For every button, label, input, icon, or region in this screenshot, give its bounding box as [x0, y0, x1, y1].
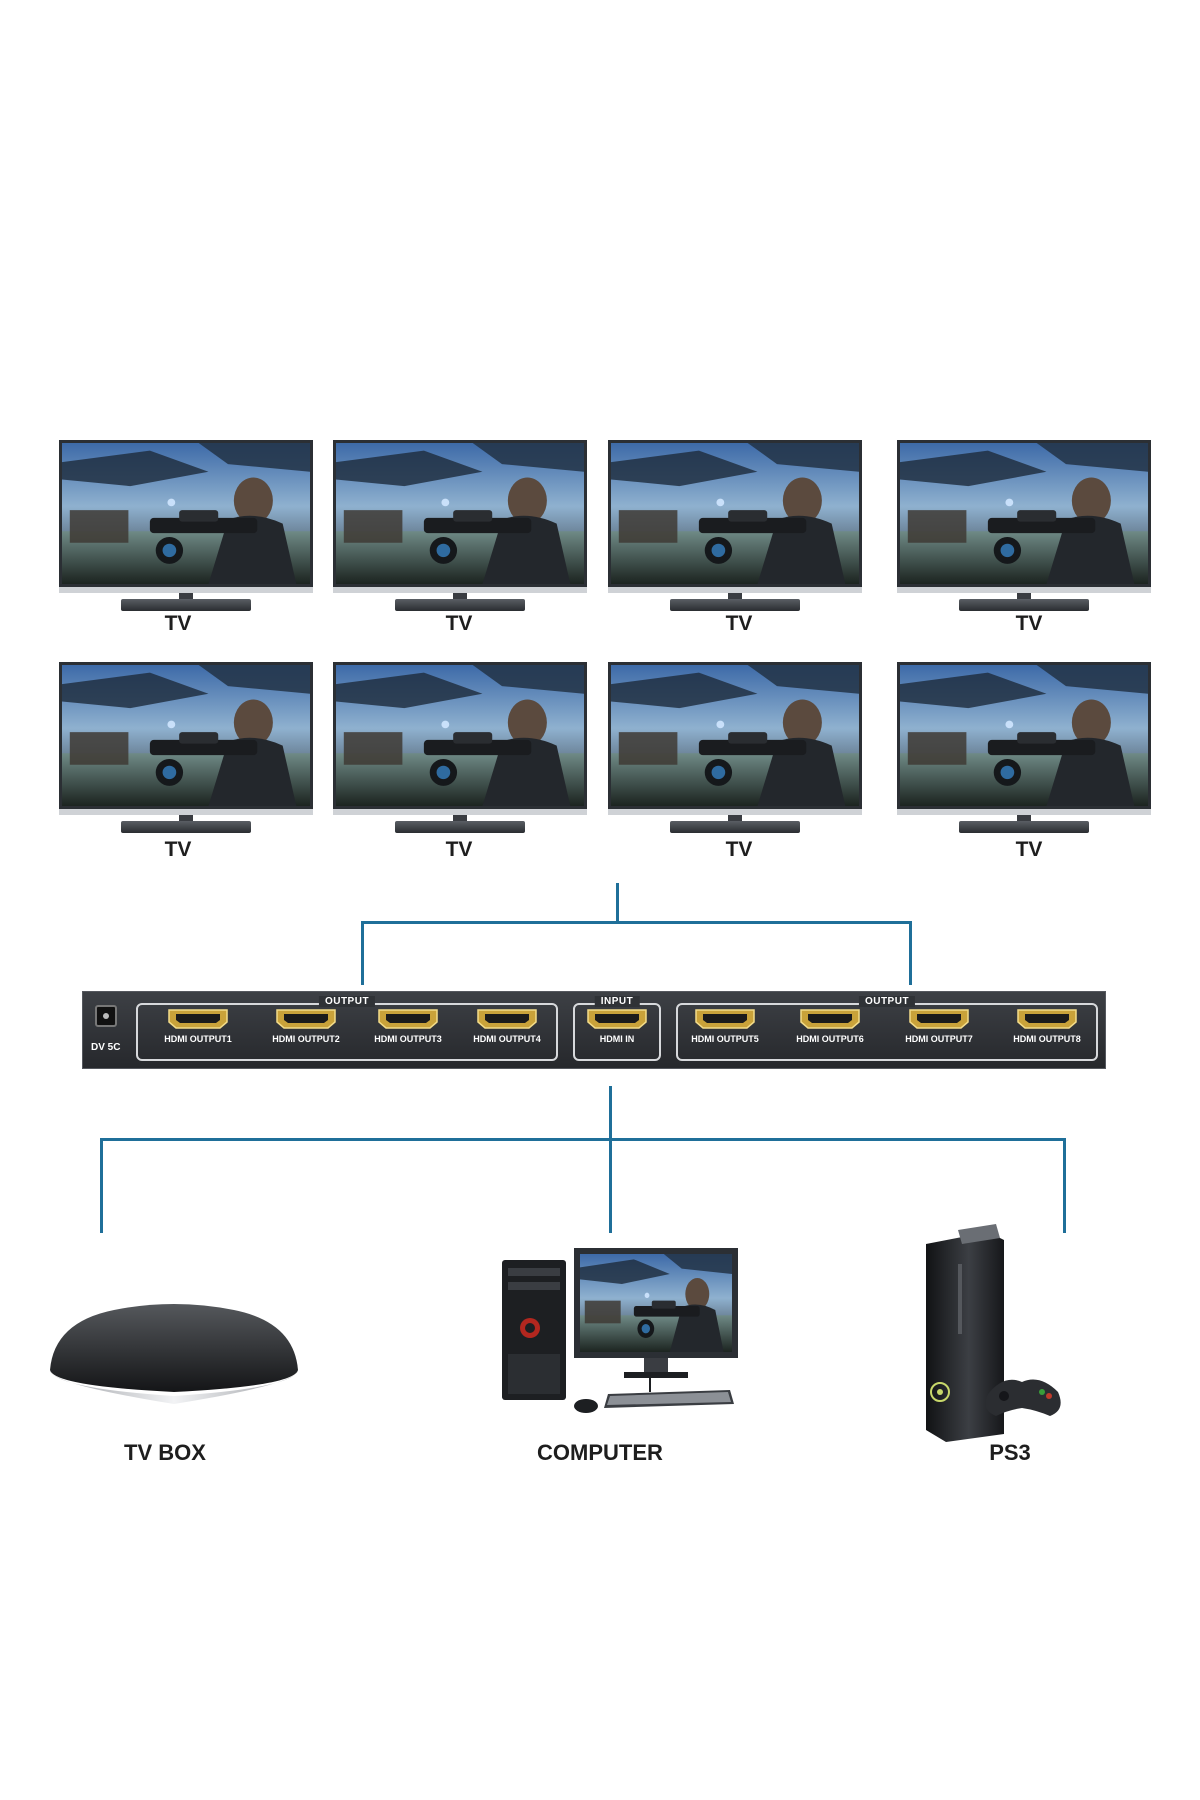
port-label: HDMI OUTPUT8: [1013, 1034, 1081, 1044]
tv-display-3: [608, 440, 862, 616]
tv-stand: [395, 599, 525, 611]
tv-label: TV: [1015, 612, 1043, 635]
tv-label: TV: [725, 838, 753, 861]
tv-screen: [59, 662, 313, 809]
connector-line: [1063, 1138, 1066, 1233]
tv-stand: [395, 821, 525, 833]
group-title: OUTPUT: [858, 996, 916, 1007]
hdmi-port-icon[interactable]: [694, 1008, 756, 1030]
connector-line: [616, 883, 619, 923]
hdmi-port-icon[interactable]: [1016, 1008, 1078, 1030]
source-label-computer: COMPUTER: [537, 1440, 663, 1465]
hdmi-port-icon[interactable]: [377, 1008, 439, 1030]
hdmi-port-icon[interactable]: [908, 1008, 970, 1030]
port-label: HDMI OUTPUT4: [473, 1034, 541, 1044]
tv-stand: [670, 821, 800, 833]
connector-line: [909, 921, 912, 985]
tv-display-5: [59, 662, 313, 838]
port-label: HDMI IN: [599, 1034, 635, 1044]
connector-line: [609, 1086, 612, 1233]
tv-label: TV: [445, 838, 473, 861]
tv-screen: [333, 662, 587, 809]
tv-stand: [121, 599, 251, 611]
tv-box-icon: [50, 1304, 298, 1404]
tv-stand: [959, 821, 1089, 833]
tv-label: TV: [1015, 838, 1043, 861]
connector-line: [361, 921, 364, 985]
port-label: HDMI OUTPUT3: [374, 1034, 442, 1044]
hdmi-splitter: DV 5C OUTPUT INPUT OUTPUT HDMI OUTPUT1 H…: [82, 991, 1106, 1069]
source-label-tv-box: TV BOX: [124, 1440, 206, 1465]
hdmi-port-icon[interactable]: [476, 1008, 538, 1030]
tv-display-6: [333, 662, 587, 838]
source-label-ps3: PS3: [989, 1440, 1031, 1465]
tv-display-8: [897, 662, 1151, 838]
dc-power-jack[interactable]: [95, 1005, 117, 1027]
tv-screen: [897, 440, 1151, 587]
dc-label: DV 5C: [91, 1042, 121, 1053]
tv-stand: [670, 599, 800, 611]
desktop-computer-icon: [502, 1248, 738, 1413]
tv-display-7: [608, 662, 862, 838]
output-group-right: OUTPUT: [676, 996, 1098, 1061]
tv-screen: [333, 440, 587, 587]
port-label: HDMI OUTPUT6: [796, 1034, 864, 1044]
tv-stand: [959, 599, 1089, 611]
port-label: HDMI OUTPUT7: [905, 1034, 973, 1044]
connector-line: [100, 1138, 1066, 1141]
connector-line: [361, 921, 912, 924]
port-label: HDMI OUTPUT5: [691, 1034, 759, 1044]
input-group: INPUT: [573, 996, 661, 1061]
hdmi-port-icon[interactable]: [799, 1008, 861, 1030]
output-group-left: OUTPUT: [136, 996, 558, 1061]
tv-screen: [897, 662, 1151, 809]
tv-screen: [59, 440, 313, 587]
port-label: HDMI OUTPUT2: [272, 1034, 340, 1044]
connector-line: [100, 1138, 103, 1233]
tv-stand: [121, 821, 251, 833]
hdmi-port-icon[interactable]: [275, 1008, 337, 1030]
tv-label: TV: [445, 612, 473, 635]
tv-label: TV: [725, 612, 753, 635]
group-title: OUTPUT: [318, 996, 376, 1007]
tv-screen: [608, 440, 862, 587]
group-title: INPUT: [594, 996, 640, 1007]
tv-display-1: [59, 440, 313, 616]
hdmi-port-icon[interactable]: [586, 1008, 648, 1030]
tv-label: TV: [164, 838, 192, 861]
tv-display-2: [333, 440, 587, 616]
tv-display-4: [897, 440, 1151, 616]
tv-screen: [608, 662, 862, 809]
tv-label: TV: [164, 612, 192, 635]
hdmi-port-icon[interactable]: [167, 1008, 229, 1030]
game-console-icon: [926, 1224, 1061, 1442]
port-label: HDMI OUTPUT1: [164, 1034, 232, 1044]
